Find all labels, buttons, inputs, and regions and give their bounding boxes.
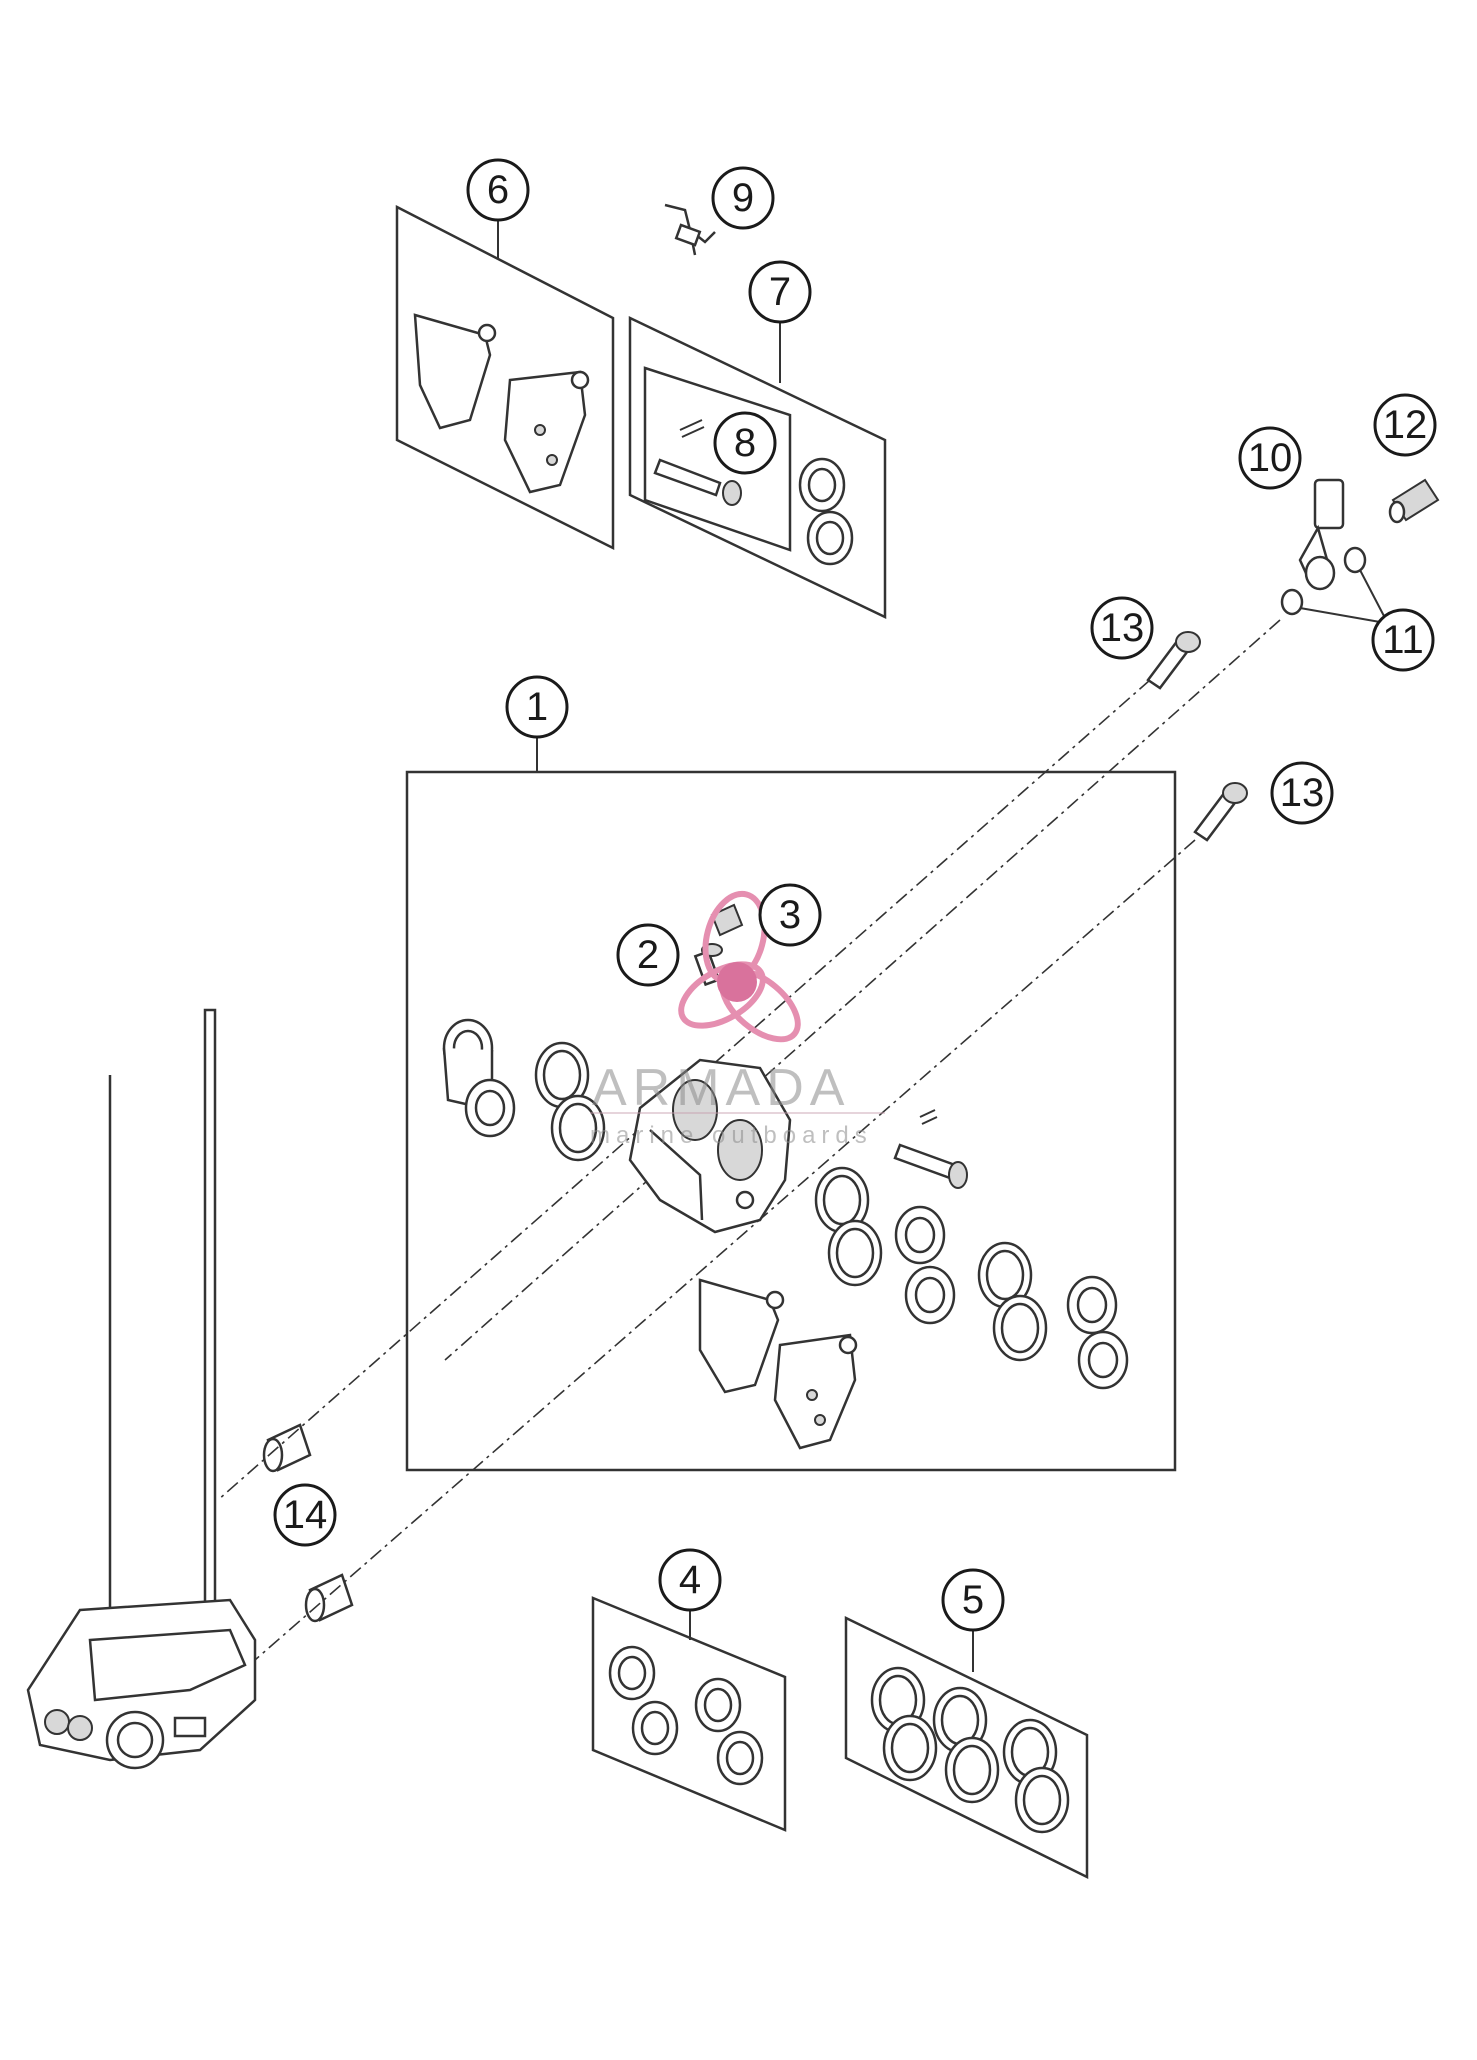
- svg-text:13: 13: [1280, 771, 1325, 815]
- svg-text:3: 3: [779, 893, 801, 937]
- spacer-lower: [304, 1573, 354, 1623]
- fork-leg: [26, 1008, 257, 1770]
- callout-9: 9: [711, 166, 775, 230]
- svg-text:11: 11: [1382, 618, 1424, 662]
- svg-text:10: 10: [1248, 436, 1293, 480]
- caliper-assembly-box: [405, 770, 1177, 1472]
- axis-lower-bolt: [254, 839, 1196, 1661]
- kit-brake-pads: [395, 204, 615, 551]
- callout-1: 1: [505, 675, 569, 739]
- spacer-upper: [262, 1423, 312, 1473]
- watermark-brand: ARMADA: [592, 1059, 850, 1117]
- svg-text:9: 9: [732, 176, 754, 220]
- bleed-cap: [710, 903, 744, 937]
- kit-pistons: [591, 1596, 787, 1832]
- kit-pin-clip: [653, 419, 742, 506]
- callout-13-lower: 13: [1270, 761, 1334, 825]
- seals-left: [534, 1041, 606, 1162]
- callout-14: 14: [273, 1483, 337, 1547]
- kit-pistons-seals: [628, 316, 887, 619]
- svg-text:4: 4: [679, 1558, 701, 1602]
- svg-text:12: 12: [1383, 403, 1428, 447]
- svg-text:8: 8: [734, 421, 756, 465]
- brake-pads-in-caliper: [698, 1278, 858, 1450]
- kit-seals: [844, 1616, 1089, 1880]
- bolt-lower: [1193, 782, 1248, 842]
- svg-text:1: 1: [526, 685, 548, 729]
- callout-4: 4: [658, 1548, 722, 1612]
- watermark-tagline: marine outboards: [590, 1122, 873, 1149]
- callout-3: 3: [758, 883, 822, 947]
- pistons-right: [894, 1205, 1129, 1390]
- callout-7: 7: [748, 260, 812, 324]
- bleeder-screw: [1388, 478, 1440, 524]
- callout-6: 6: [466, 158, 530, 222]
- callout-10: 10: [1238, 426, 1302, 490]
- svg-text:13: 13: [1100, 606, 1145, 650]
- callout-13-upper: 13: [1090, 596, 1154, 660]
- clip: [664, 203, 716, 256]
- seals-right: [814, 1166, 1048, 1362]
- callout-12: 12: [1373, 393, 1437, 457]
- svg-text:6: 6: [487, 168, 509, 212]
- axis-fitting: [444, 619, 1281, 1361]
- armada-logo-watermark: ARMADA marine outboards: [590, 890, 885, 1149]
- banjo-fitting: [1298, 478, 1345, 591]
- svg-text:5: 5: [962, 1578, 984, 1622]
- callout-8: 8: [713, 411, 777, 475]
- svg-text:14: 14: [283, 1493, 328, 1537]
- svg-text:2: 2: [637, 933, 659, 977]
- bolt-upper: [1146, 631, 1201, 690]
- axis-upper-bolt: [217, 679, 1151, 1501]
- callout-2: 2: [616, 923, 680, 987]
- svg-text:7: 7: [769, 270, 791, 314]
- caliper-body: [628, 1058, 792, 1234]
- callout-5: 5: [941, 1568, 1005, 1632]
- pistons-left: [442, 1018, 516, 1138]
- sealing-washers: [1280, 546, 1367, 616]
- pad-pin: [893, 1109, 968, 1189]
- callout-11: 11: [1371, 608, 1435, 672]
